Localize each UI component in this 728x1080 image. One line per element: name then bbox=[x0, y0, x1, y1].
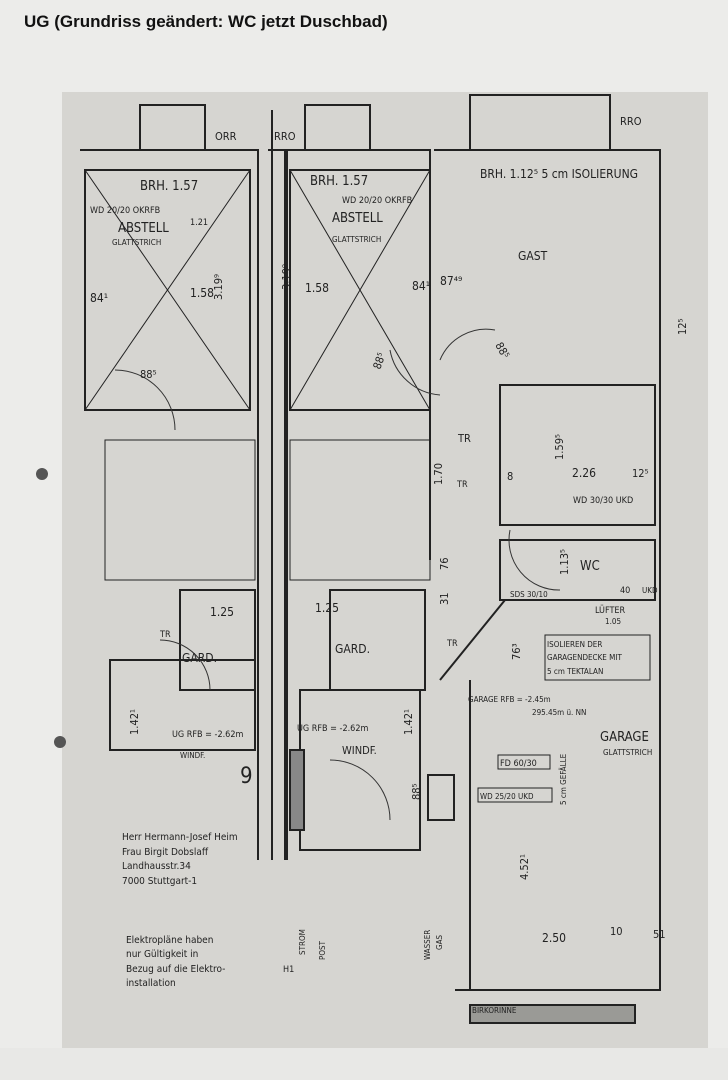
plan-label: BRH. 1.12⁵ 5 cm ISOLIERUNG bbox=[480, 167, 638, 181]
plan-label: WINDF. bbox=[180, 751, 205, 760]
door-swings bbox=[114, 328, 561, 821]
plan-label: 12⁵ bbox=[676, 318, 689, 335]
svg-text:7000 Stuttgart-1: 7000 Stuttgart-1 bbox=[122, 876, 197, 887]
plan-label: 88⁵ bbox=[410, 783, 423, 800]
plan-label: TR bbox=[457, 432, 471, 445]
plan-label: 1.70 bbox=[432, 463, 445, 485]
svg-text:Elektropläne haben: Elektropläne haben bbox=[126, 935, 213, 946]
svg-text:Bezug auf die Elektro-: Bezug auf die Elektro- bbox=[126, 964, 225, 975]
plan-label: 5 cm TEKTALAN bbox=[547, 667, 603, 676]
svg-text:Landhausstr.34: Landhausstr.34 bbox=[122, 861, 191, 872]
plan-label: 1.58 bbox=[305, 281, 329, 295]
plan-label: 8 bbox=[507, 470, 513, 483]
plan-label: 1.59⁵ bbox=[553, 434, 566, 460]
plan-label: GARD. bbox=[182, 651, 217, 665]
plan-label: POST bbox=[318, 940, 327, 960]
plan-label: GARAGE bbox=[600, 730, 649, 745]
plan-label: ORR bbox=[215, 130, 237, 143]
plan-label: WC bbox=[580, 559, 600, 574]
plan-label: 84¹ bbox=[90, 291, 108, 305]
plan-label: 3.19⁹ bbox=[280, 264, 293, 290]
plan-label: GAS bbox=[435, 935, 444, 951]
plan-label: SDS 30/10 bbox=[510, 590, 548, 599]
plan-label: RRO bbox=[620, 115, 642, 128]
plan-label: 1.42¹ bbox=[402, 709, 415, 735]
plan-label: STROM bbox=[298, 929, 307, 955]
plan-label: 1.58 bbox=[190, 286, 214, 300]
plan-label: ABSTELL bbox=[332, 211, 383, 226]
plan-label: 88⁵ bbox=[371, 351, 389, 371]
plan-label: WASSER bbox=[423, 930, 432, 960]
svg-text:Herr Hermann-Josef Heim: Herr Hermann-Josef Heim bbox=[122, 832, 238, 843]
plan-label: 1.42¹ bbox=[128, 709, 141, 735]
plan-label: TR bbox=[159, 630, 171, 640]
plan-label: WINDF. bbox=[342, 744, 377, 757]
plan-label: BRH. 1.57 bbox=[140, 179, 198, 194]
plan-label: 5 cm GEFÄLLE bbox=[558, 753, 568, 805]
plan-label: GLATTSTRICH bbox=[332, 235, 381, 244]
punch-hole bbox=[36, 468, 48, 480]
plan-label: GARAGE RFB = -2.45m bbox=[468, 695, 551, 704]
svg-text:nur Gültigkeit in: nur Gültigkeit in bbox=[126, 949, 198, 960]
plan-labels: ORR RRO RRO BRH. 1.57 BRH. 1.57 BRH. 1.1… bbox=[90, 115, 689, 1015]
plan-label: 84¹ bbox=[412, 279, 430, 293]
plan-label: 12⁵ bbox=[632, 467, 649, 480]
plan-label: 76 bbox=[438, 557, 451, 570]
plan-label: RRO bbox=[274, 130, 296, 143]
plan-label: 1.21 bbox=[190, 218, 208, 228]
plan-label: GAST bbox=[518, 249, 548, 263]
plan-label: GLATTSTRICH bbox=[112, 238, 161, 247]
plan-label: GLATTSTRICH bbox=[603, 748, 652, 757]
plan-label: FD 60/30 bbox=[500, 759, 537, 769]
plan-label: ABSTELL bbox=[118, 221, 169, 236]
address-block: Herr Hermann-Josef Heim Frau Birgit Dobs… bbox=[122, 832, 238, 887]
plan-label: BIRKORINNE bbox=[472, 1006, 517, 1015]
plan-label: ISOLIEREN DER bbox=[547, 640, 602, 649]
plan-label: 10 bbox=[610, 925, 623, 938]
plan-label: H1 bbox=[283, 965, 294, 975]
plan-label: WD 25/20 UKD bbox=[480, 792, 534, 801]
electrical-note: Elektropläne haben nur Gültigkeit in Bez… bbox=[126, 935, 225, 989]
plan-label: 2.26 bbox=[572, 466, 596, 480]
plan-label: TR bbox=[456, 480, 468, 490]
svg-text:Frau Birgit Dobslaff: Frau Birgit Dobslaff bbox=[122, 847, 209, 858]
punch-hole bbox=[54, 736, 66, 748]
plan-label: 9 bbox=[240, 764, 253, 789]
plan-label: 1.25 bbox=[315, 601, 339, 615]
plan-label: GARD. bbox=[335, 642, 370, 656]
walls bbox=[80, 94, 661, 1024]
plan-label: 87⁴⁹ bbox=[440, 274, 462, 288]
plan-label: 1.13⁵ bbox=[558, 549, 571, 575]
plan-label: 31 bbox=[438, 592, 451, 605]
plan-label: 295.45m ü. NN bbox=[532, 708, 586, 717]
paper-sheet bbox=[62, 92, 708, 1048]
plan-label: UKD bbox=[642, 586, 658, 595]
plan-label: 51 bbox=[653, 928, 666, 941]
plan-label: LÜFTER bbox=[595, 605, 626, 616]
plan-label: WD 20/20 OKRFB bbox=[90, 206, 160, 216]
plan-label: 1.05 bbox=[605, 617, 621, 626]
plan-label: BRH. 1.57 bbox=[310, 174, 368, 189]
page-title: UG (Grundriss geändert: WC jetzt Duschba… bbox=[24, 12, 388, 31]
plan-label: 40 bbox=[620, 586, 630, 596]
plan-label: WD 20/20 OKRFB bbox=[342, 196, 412, 206]
plan-label: 4.52¹ bbox=[518, 854, 531, 880]
plan-label: 3.19⁹ bbox=[212, 274, 225, 300]
svg-text:installation: installation bbox=[126, 978, 176, 989]
plan-label: 88⁵ bbox=[140, 368, 157, 381]
plan-label: 2.50 bbox=[542, 931, 566, 945]
plan-label: 76³ bbox=[510, 643, 523, 660]
plan-label: UG RFB = -2.62m bbox=[297, 724, 368, 734]
plan-label: 1.25 bbox=[210, 605, 234, 619]
plan-label: WD 30/30 UKD bbox=[573, 496, 633, 506]
plan-label: TR bbox=[446, 639, 458, 649]
plan-label: UG RFB = -2.62m bbox=[172, 730, 243, 740]
plan-label: GARAGENDECKE MIT bbox=[547, 653, 622, 662]
